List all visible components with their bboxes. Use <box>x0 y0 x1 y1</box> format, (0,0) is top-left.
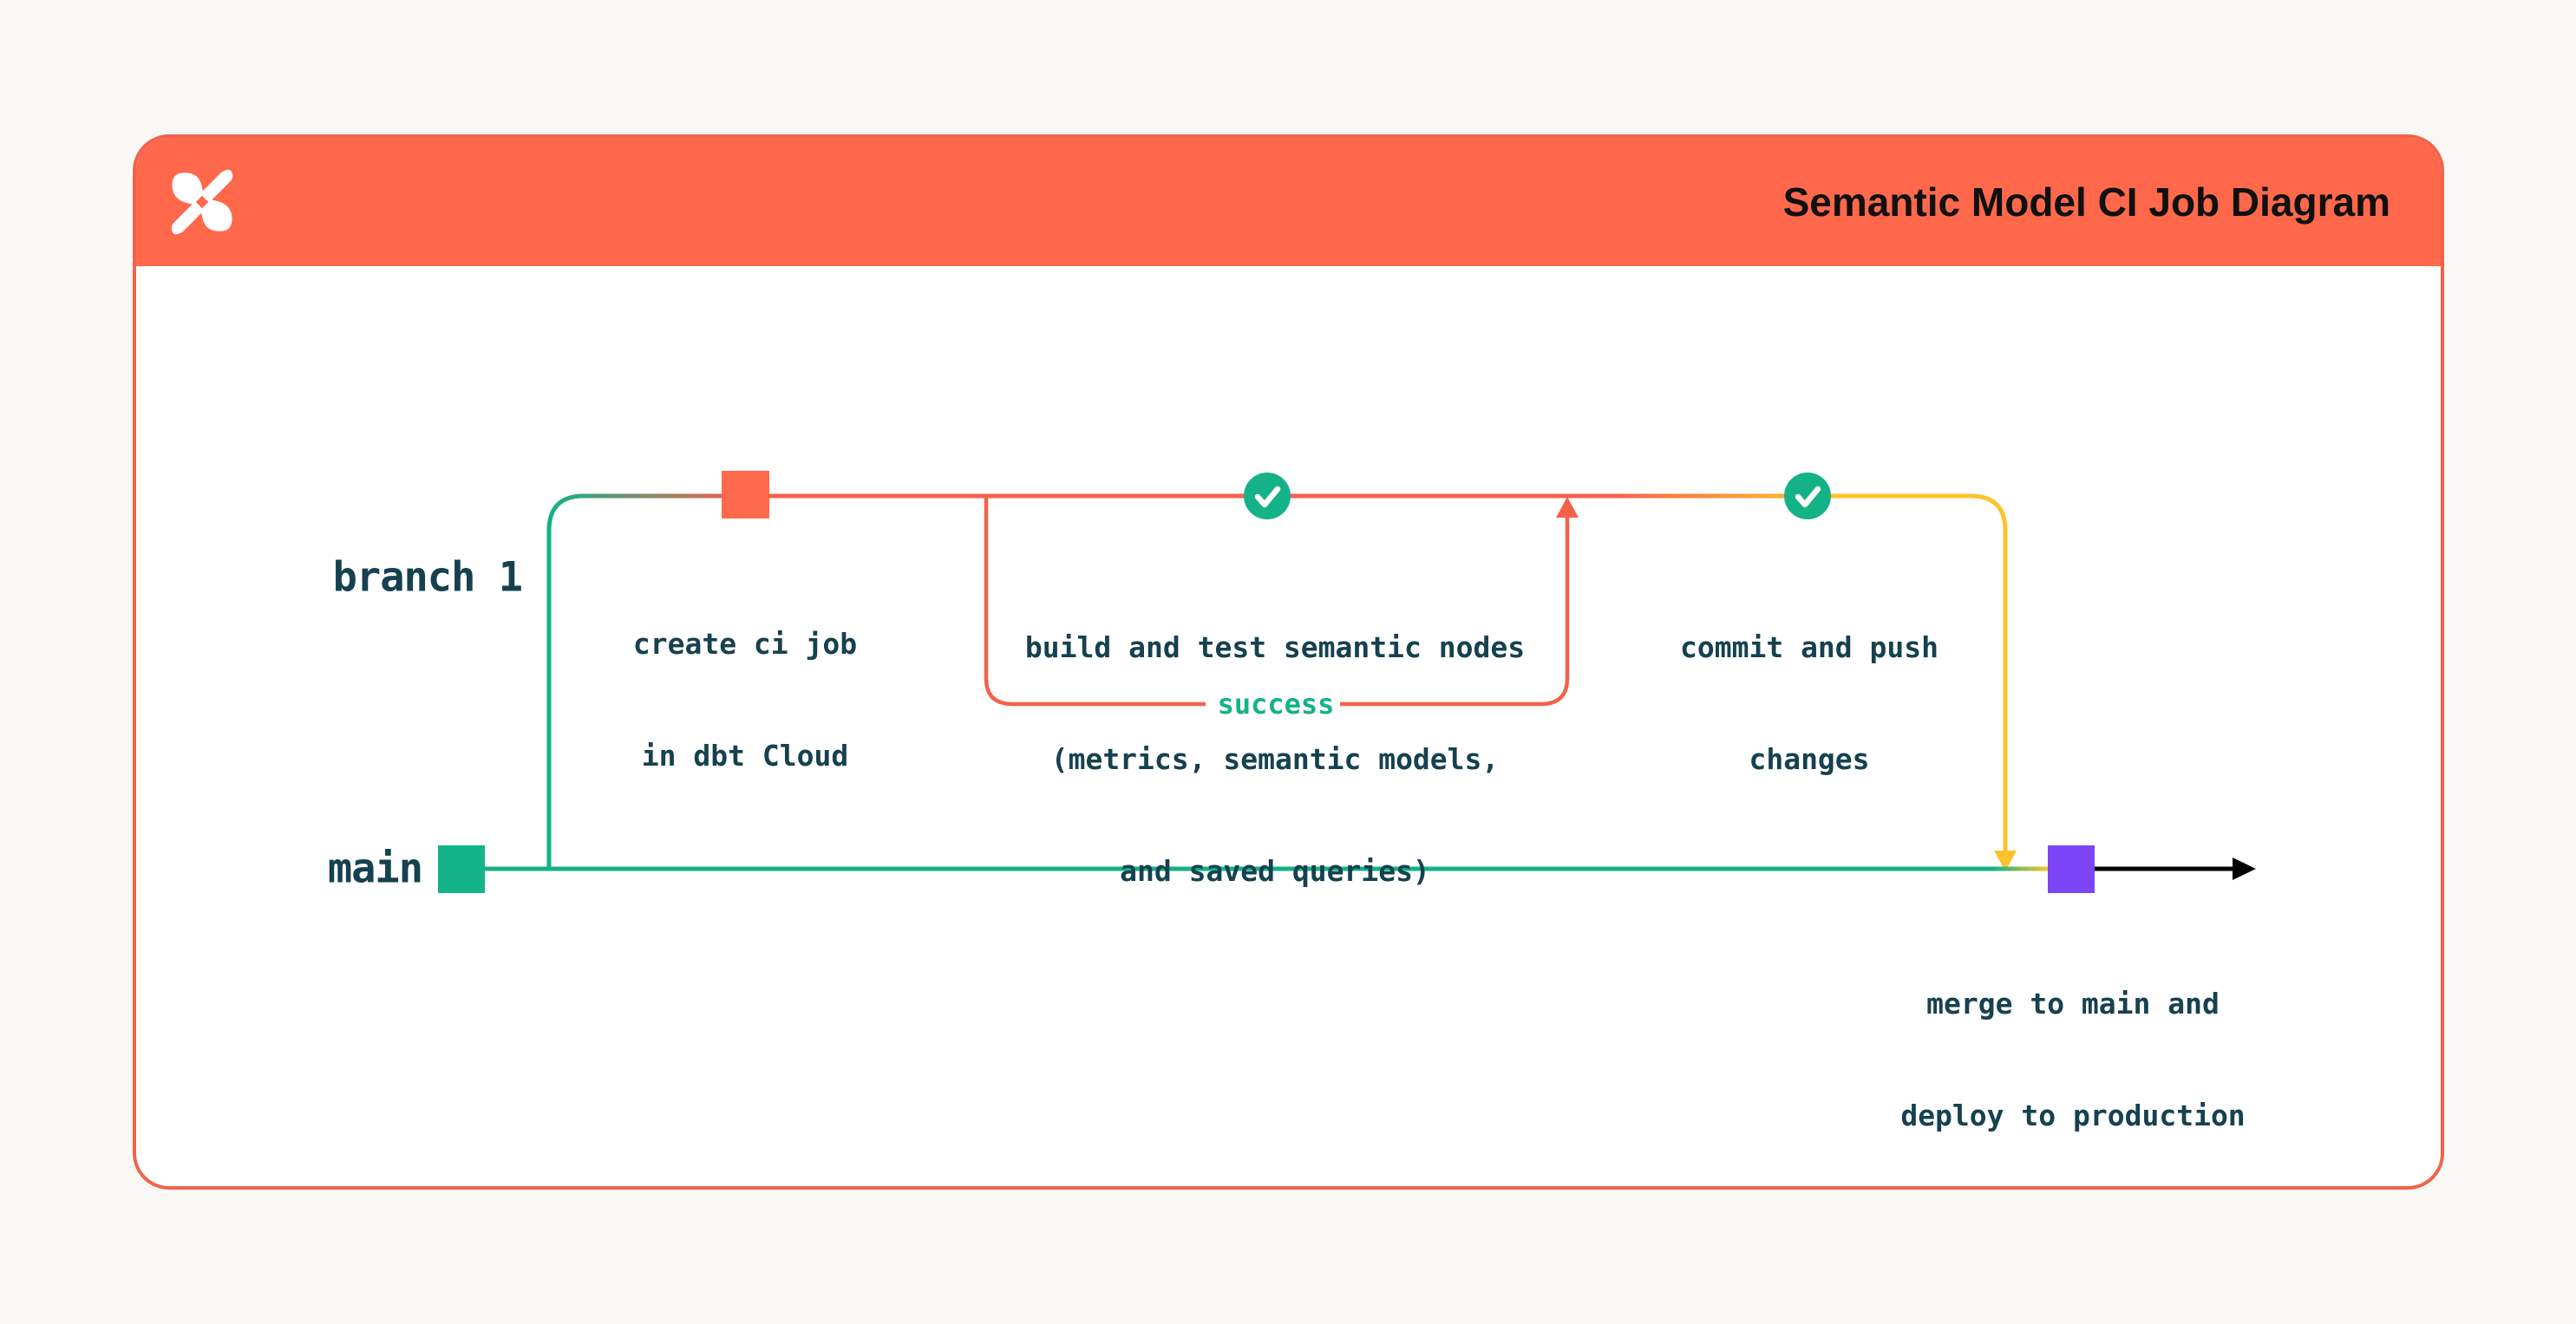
node-label-line: in dbt Cloud <box>641 739 849 773</box>
create-ci-job-commit-square <box>722 471 769 519</box>
git-flow-diagram <box>136 266 2441 1186</box>
dbt-logo-icon <box>171 169 233 235</box>
node-label-line: (metrics, semantic models, <box>1050 742 1500 776</box>
node-label-line: build and test semantic nodes <box>1024 630 1526 664</box>
main-label: main <box>327 845 423 893</box>
success-label: success <box>1212 688 1340 721</box>
right-arrowhead-icon <box>2233 858 2256 880</box>
main-commit-square <box>438 845 485 893</box>
page-title: Semantic Model CI Job Diagram <box>1782 179 2390 225</box>
node-label-commit-push: commit and push changes <box>1680 554 1939 852</box>
check-icon <box>1784 473 1831 519</box>
node-label-line: changes <box>1749 742 1870 776</box>
node-label-line: merge to main and <box>1926 987 2220 1021</box>
merge-commit-square <box>2048 845 2095 893</box>
node-label-line: and saved queries) <box>1120 854 1430 888</box>
success-loop-line <box>984 498 1570 707</box>
card-header: Semantic Model CI Job Diagram <box>136 138 2441 266</box>
node-label-line: commit and push <box>1679 630 1939 664</box>
git-flow-svg <box>438 471 2256 893</box>
node-label-merge-deploy: merge to main and deploy to production <box>1900 910 2246 1186</box>
check-icon <box>1244 473 1291 519</box>
diagram-card: Semantic Model CI Job Diagram <box>133 134 2444 1190</box>
branch1-label: branch 1 <box>332 553 523 602</box>
up-arrowhead-icon <box>1556 497 1579 518</box>
down-arrowhead-icon <box>1994 851 2017 871</box>
node-label-line: create ci job <box>632 627 858 661</box>
node-label-create-ci-job: create ci job in dbt Cloud <box>633 551 857 849</box>
node-label-line: deploy to production <box>1900 1099 2246 1132</box>
node-label-build-test: build and test semantic nodes (metrics, … <box>1025 554 1525 964</box>
